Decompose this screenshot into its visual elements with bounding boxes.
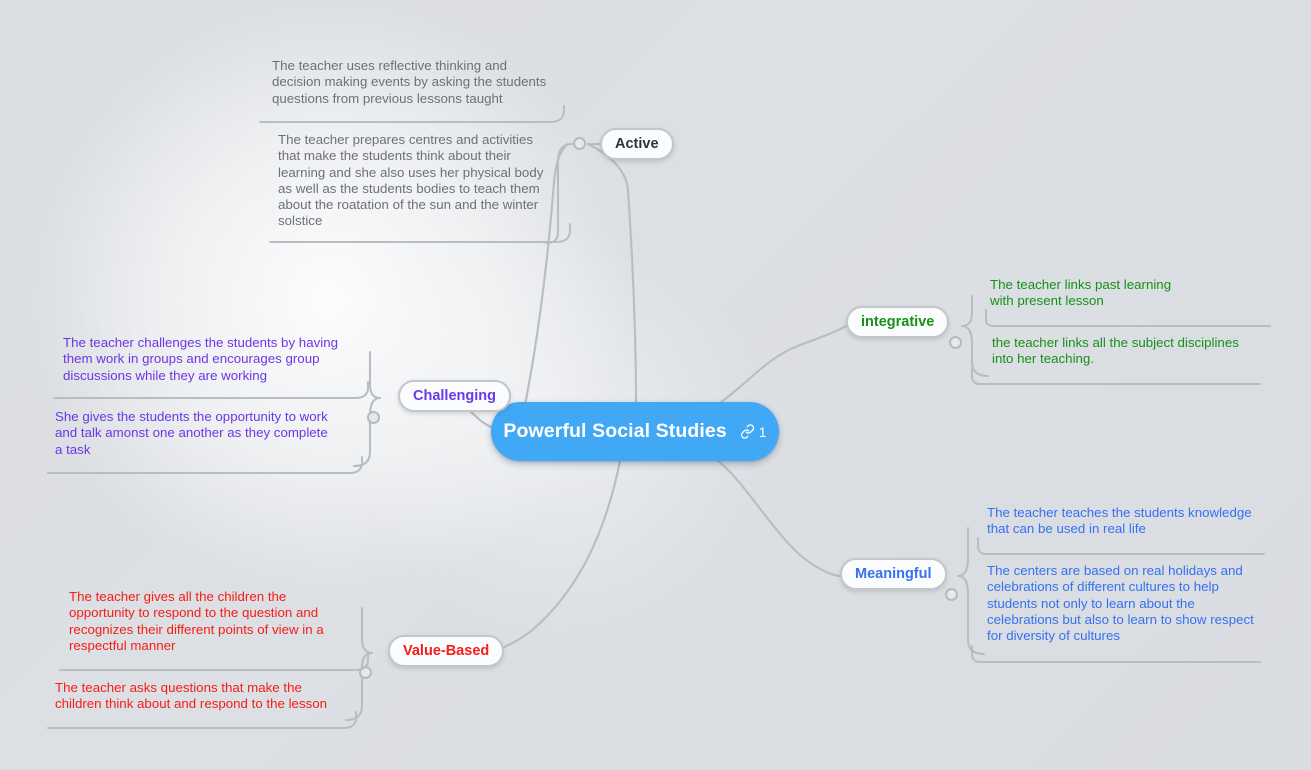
central-node-title: Powerful Social Studies xyxy=(503,420,727,442)
leaf-meaningful-2-text: The centers are based on real holidays a… xyxy=(987,563,1254,644)
branch-label-integrative: integrative xyxy=(861,314,935,330)
leaf-active-1-text: The teacher uses reflective thinking and… xyxy=(272,58,547,106)
collapse-dot-integrative[interactable] xyxy=(949,336,962,349)
leaf-rule-integrative-1 xyxy=(972,308,1272,327)
leaf-value-based-1[interactable]: The teacher gives all the children the o… xyxy=(69,589,345,654)
collapse-dot-meaningful[interactable] xyxy=(945,588,958,601)
leaf-integrative-1-text: The teacher links past learning with pre… xyxy=(990,277,1172,309)
leaf-rule-value-based-1 xyxy=(58,652,374,671)
leaf-meaningful-1[interactable]: The teacher teaches the students knowled… xyxy=(987,505,1261,538)
leaf-integrative-2[interactable]: the teacher links all the subject discip… xyxy=(992,335,1260,368)
leaf-challenging-1[interactable]: The teacher challenges the students by h… xyxy=(63,335,349,384)
branch-label-challenging: Challenging xyxy=(413,388,496,404)
collapse-dot-challenging[interactable] xyxy=(367,411,380,424)
leaf-challenging-2-text: She gives the students the opportunity t… xyxy=(55,409,328,457)
collapse-dot-active[interactable] xyxy=(573,137,586,150)
central-node[interactable]: Powerful Social Studies 1 xyxy=(491,402,779,461)
central-node-link-badge[interactable]: 1 xyxy=(740,424,767,440)
leaf-meaningful-1-text: The teacher teaches the students knowled… xyxy=(987,505,1252,537)
leaf-value-based-1-text: The teacher gives all the children the o… xyxy=(69,589,324,653)
leaf-rule-meaningful-1 xyxy=(968,536,1268,555)
leaf-rule-value-based-2 xyxy=(46,710,362,729)
branch-node-meaningful[interactable]: Meaningful xyxy=(840,558,947,590)
branch-node-active[interactable]: Active xyxy=(600,128,674,160)
leaf-value-based-2[interactable]: The teacher asks questions that make the… xyxy=(55,680,339,713)
leaf-active-2-text: The teacher prepares centres and activit… xyxy=(278,132,544,229)
branch-label-meaningful: Meaningful xyxy=(855,566,932,582)
leaf-rule-integrative-2 xyxy=(964,366,1264,385)
branch-node-value-based[interactable]: Value-Based xyxy=(388,635,505,667)
leaf-integrative-1[interactable]: The teacher links past learning with pre… xyxy=(990,277,1260,310)
leaf-active-2[interactable]: The teacher prepares centres and activit… xyxy=(278,132,550,230)
branch-label-value-based: Value-Based xyxy=(403,643,490,659)
leaf-meaningful-2[interactable]: The centers are based on real holidays a… xyxy=(987,563,1262,644)
collapse-dot-valuebased[interactable] xyxy=(359,666,372,679)
leaf-integrative-2-text: the teacher links all the subject discip… xyxy=(992,335,1239,367)
branch-node-integrative[interactable]: integrative xyxy=(846,306,950,338)
leaf-challenging-1-text: The teacher challenges the students by h… xyxy=(63,335,338,383)
leaf-active-1[interactable]: The teacher uses reflective thinking and… xyxy=(272,58,554,107)
branch-node-challenging[interactable]: Challenging xyxy=(398,380,511,412)
link-icon xyxy=(740,424,755,439)
central-node-link-count: 1 xyxy=(758,423,767,440)
branch-label-active: Active xyxy=(615,136,659,152)
leaf-challenging-2[interactable]: She gives the students the opportunity t… xyxy=(55,409,347,458)
leaf-rule-meaningful-2 xyxy=(964,644,1264,663)
leaf-value-based-2-text: The teacher asks questions that make the… xyxy=(55,680,328,712)
